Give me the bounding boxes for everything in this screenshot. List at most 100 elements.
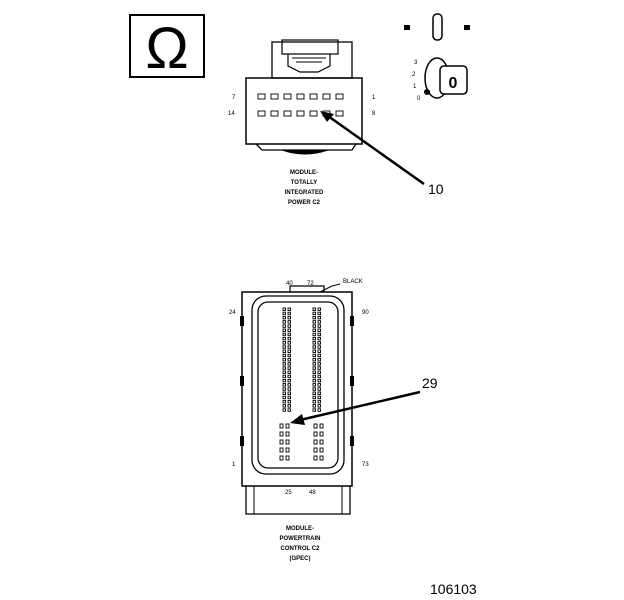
- tipm-pin-label-14: 14: [228, 111, 235, 117]
- pcm-pin: [312, 383, 316, 387]
- pcm-pin: [287, 378, 291, 383]
- pcm-pin-label-1: 1: [232, 462, 236, 468]
- pcm-pin: [282, 387, 286, 391]
- pcm-pin: [287, 320, 291, 324]
- tipm-pin: [309, 110, 318, 117]
- pcm-pin: [285, 455, 290, 461]
- pcm-pin: [287, 362, 291, 366]
- ignition-pos-0: 0: [417, 96, 421, 102]
- pcm-pin: [313, 431, 318, 437]
- pcm-pin: [317, 315, 321, 320]
- pcm-pin: [282, 370, 286, 374]
- pcm-pin: [287, 349, 291, 353]
- pcm-pin: [282, 353, 286, 358]
- ignition-pos-1: 1: [413, 84, 417, 90]
- pcm-pin-label-24: 24: [229, 310, 236, 316]
- tipm-pin: [335, 110, 344, 117]
- pcm-pin: [282, 341, 286, 345]
- pcm-pin: [312, 332, 316, 337]
- pcm-pin: [317, 357, 321, 362]
- pcm-pin: [285, 431, 290, 437]
- pcm-pin: [282, 357, 286, 362]
- tipm-pin: [283, 93, 292, 100]
- pcm-pin: [312, 320, 316, 324]
- pcm-pin: [312, 370, 316, 374]
- pcm-pin: [282, 362, 286, 366]
- pcm-pin: [279, 455, 284, 461]
- pcm-pin: [282, 349, 286, 353]
- pcm-pin: [317, 395, 321, 400]
- pcm-pin: [317, 328, 321, 332]
- ignition-key-icon: 0 3 2 1 0: [404, 13, 470, 102]
- pcm-pin: [317, 320, 321, 324]
- pcm-pin: [287, 395, 291, 400]
- callout-29-label: 29: [422, 375, 438, 391]
- tipm-pin: [270, 93, 279, 100]
- pcm-pin: [312, 408, 316, 412]
- tipm-pin: [296, 93, 305, 100]
- pcm-pin: [312, 324, 316, 328]
- pcm-pin: [317, 341, 321, 345]
- pcm-pin: [317, 378, 321, 383]
- pcm-c2-connector: 40 72 BLACK 24 90 1 73 25 48: [229, 279, 369, 515]
- pcm-pin: [313, 447, 318, 453]
- pcm-pin: [282, 307, 286, 311]
- pcm-pin: [282, 395, 286, 400]
- pcm-pin: [287, 336, 291, 341]
- pcm-pin: [287, 357, 291, 362]
- pcm-pin: [312, 353, 316, 358]
- tipm-pin: [335, 93, 344, 100]
- pcm-pin: [317, 362, 321, 366]
- pcm-color-label: BLACK: [343, 279, 363, 285]
- pcm-pin: [312, 366, 316, 370]
- ohm-icon: Ω: [129, 14, 205, 81]
- pcm-pin: [287, 311, 291, 316]
- pcm-pin: [319, 455, 324, 461]
- ignition-pos-2: 2: [412, 72, 416, 78]
- pcm-caption-line-2: POWERTRAIN: [280, 536, 321, 542]
- pcm-caption: MODULE- POWERTRAIN CONTROL C2 (GPEC): [280, 526, 321, 562]
- pcm-pin: [312, 336, 316, 341]
- pcm-pin: [312, 328, 316, 332]
- pcm-pin: [312, 362, 316, 366]
- pcm-pin: [312, 399, 316, 404]
- pcm-pin: [312, 349, 316, 353]
- pcm-caption-line-4: (GPEC): [290, 556, 311, 562]
- pcm-pin: [312, 345, 316, 349]
- tipm-caption-line-1: MODULE-: [290, 170, 318, 176]
- pcm-pin-label-48: 48: [309, 490, 316, 496]
- pcm-pin: [282, 336, 286, 341]
- pcm-pin: [317, 383, 321, 387]
- pcm-pin-label-25: 25: [285, 490, 292, 496]
- tipm-pin: [257, 93, 266, 100]
- pcm-pin: [287, 391, 291, 395]
- pcm-pin: [282, 374, 286, 379]
- tipm-caption-line-3: INTEGRATED: [285, 190, 324, 196]
- tipm-pin: [257, 110, 266, 117]
- pcm-pin: [317, 311, 321, 316]
- pcm-pin: [312, 391, 316, 395]
- tipm-pin-label-7: 7: [232, 95, 236, 101]
- pcm-pin: [279, 431, 284, 437]
- pcm-pin: [279, 439, 284, 445]
- pcm-pin: [282, 399, 286, 404]
- tipm-pin: [283, 110, 292, 117]
- pcm-pin: [313, 423, 318, 429]
- pcm-pin: [287, 353, 291, 358]
- pcm-pin: [312, 357, 316, 362]
- pcm-pin: [287, 408, 291, 412]
- pcm-pin: [319, 431, 324, 437]
- ohm-symbol: Ω: [145, 16, 188, 81]
- pcm-pin: [282, 332, 286, 337]
- tipm-pin: [270, 110, 279, 117]
- pcm-pin: [317, 366, 321, 370]
- tipm-caption-line-2: TOTALLY: [291, 180, 318, 186]
- pcm-pin: [285, 439, 290, 445]
- pcm-pin: [285, 423, 290, 429]
- pcm-pin: [282, 408, 286, 412]
- pcm-pin: [287, 341, 291, 345]
- pcm-pin: [282, 311, 286, 316]
- pcm-pin: [312, 374, 316, 379]
- pcm-pin: [312, 404, 316, 408]
